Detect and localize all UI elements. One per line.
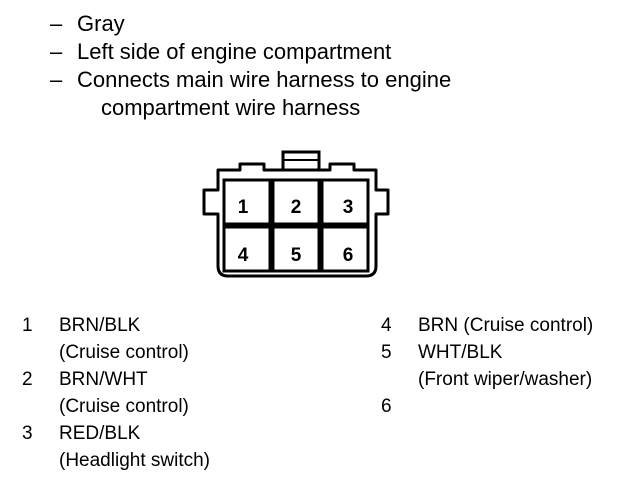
note-continuation: compartment wire harness [101, 95, 361, 120]
note-text: Left side of engine compartment [77, 39, 392, 64]
wire-color: RED/BLK [59, 423, 141, 444]
pin-entry: 1 BRN/BLK (Cruise control) [22, 312, 210, 366]
pin-num: 3 [22, 423, 33, 444]
note-text: Gray [77, 11, 125, 36]
note-location: – Left side of engine compartment [50, 38, 630, 66]
pin-entry: 3 RED/BLK (Headlight switch) [22, 420, 210, 474]
pin-cavity-6 [320, 225, 370, 273]
note-color: – Gray [50, 10, 630, 38]
pin-entry: 2 BRN/WHT (Cruise control) [22, 366, 210, 420]
pin-cavity-4 [222, 225, 272, 273]
pin-num: 1 [22, 315, 33, 336]
dash-glyph: – [50, 39, 63, 64]
dash-glyph: – [50, 11, 63, 36]
pin-num: 2 [22, 369, 33, 390]
pin-entry: 4 BRN (Cruise control) [381, 312, 593, 339]
pin-num: 5 [381, 342, 392, 363]
pin-number-3: 3 [343, 197, 354, 218]
connector-notes: – Gray – Left side of engine compartment… [50, 10, 630, 122]
circuit-desc: (Cruise control) [59, 396, 189, 417]
pin-cavity-3 [320, 178, 370, 226]
pin-number-1: 1 [238, 197, 249, 218]
pin-entry: 5 WHT/BLK (Front wiper/washer) [381, 339, 593, 393]
note-text: Connects main wire harness to engine [77, 67, 452, 92]
pin-list-left: 1 BRN/BLK (Cruise control) 2 BRN/WHT (Cr… [22, 312, 210, 474]
pin-list-right: 4 BRN (Cruise control) 5 WHT/BLK (Front … [381, 312, 593, 420]
pin-cavity-5 [271, 225, 321, 273]
note-function: – Connects main wire harness to engine c… [50, 66, 630, 122]
pin-entry: 6 [381, 393, 593, 420]
dash-glyph: – [50, 67, 63, 92]
wire-color: BRN/BLK [59, 315, 141, 336]
pin-num: 6 [381, 396, 392, 417]
pin-number-4: 4 [238, 245, 249, 266]
circuit-desc: (Front wiper/washer) [418, 369, 593, 390]
wire-color: WHT/BLK [418, 342, 503, 363]
pin-number-2: 2 [291, 197, 302, 218]
pin-cavity-2 [271, 178, 321, 226]
connector-outline-svg: 1 2 3 4 5 6 [202, 150, 390, 278]
pin-number-6: 6 [343, 245, 354, 266]
circuit-desc: (Cruise control) [59, 342, 189, 363]
wire-color: BRN/WHT [59, 369, 148, 390]
pin-num: 4 [381, 315, 392, 336]
pin-number-5: 5 [291, 245, 302, 266]
pin-cavities [222, 178, 370, 273]
pin-cavity-1 [222, 178, 272, 226]
wire-color: BRN (Cruise control) [418, 315, 594, 336]
circuit-desc: (Headlight switch) [59, 450, 210, 471]
connector-diagram: 1 2 3 4 5 6 [190, 138, 400, 286]
